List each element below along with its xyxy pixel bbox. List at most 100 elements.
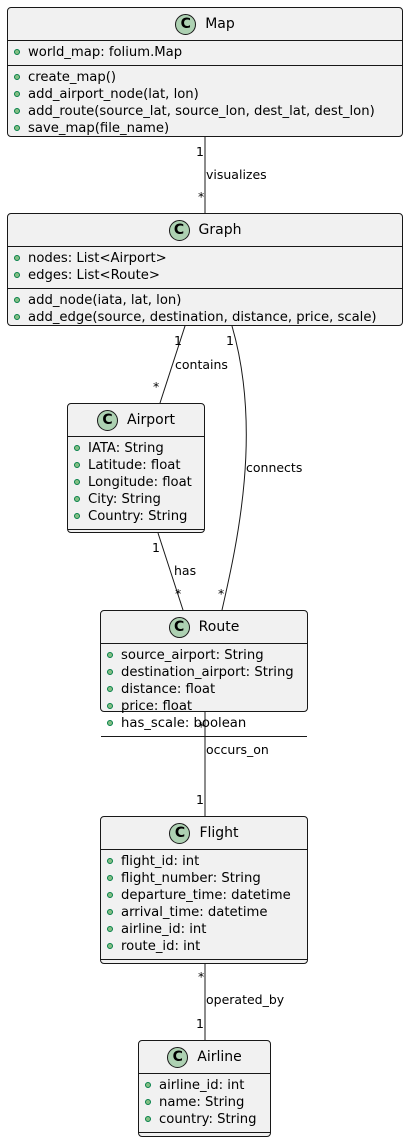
attribute: nodes: List<Airport> [8, 250, 402, 267]
public-visibility-icon [107, 858, 113, 864]
public-visibility-icon [74, 479, 80, 485]
attribute: route_id: int [101, 938, 307, 955]
edge-label-connects: connects [246, 460, 303, 475]
attributes-section: airline_id: int name: String country: Stri… [139, 1074, 270, 1133]
public-visibility-icon [74, 445, 80, 451]
method: save_map(file_name) [8, 120, 402, 137]
member-text: has_scale: boolean [121, 716, 247, 731]
edge-label-visualizes: visualizes [206, 167, 267, 182]
class-name: Flight [199, 825, 239, 841]
attributes-section: world_map: folium.Map [8, 41, 402, 66]
method: add_edge(source, destination, distance, … [8, 309, 402, 326]
mult-visualizes-to: * [198, 189, 205, 204]
member-text: create_map() [28, 70, 117, 85]
class-name: Graph [198, 222, 242, 238]
class-header: C Airport [68, 404, 204, 437]
class-map: C Map world_map: folium.Map create_map()add… [7, 7, 403, 137]
member-text: price: float [121, 699, 193, 714]
public-visibility-icon [107, 686, 113, 692]
member-text: flight_number: String [121, 871, 261, 886]
mult-contains-to: * [153, 379, 160, 394]
mult-operated-by-from: * [198, 969, 205, 984]
class-stereotype-icon: C [168, 219, 190, 241]
class-header: C Graph [8, 214, 402, 247]
mult-visualizes-from: 1 [196, 144, 204, 159]
member-text: country: String [159, 1112, 257, 1127]
member-text: destination_airport: String [121, 665, 294, 680]
class-header: C Airline [139, 1041, 270, 1074]
member-text: Latitude: float [88, 458, 181, 473]
public-visibility-icon [14, 91, 20, 97]
edge-contains [159, 325, 186, 404]
attribute: IATA: String [68, 440, 204, 457]
class-name: Map [205, 16, 235, 32]
attribute: world_map: folium.Map [8, 44, 402, 61]
public-visibility-icon [107, 943, 113, 949]
class-stereotype-icon: C [167, 1046, 189, 1068]
public-visibility-icon [107, 875, 113, 881]
methods-section: add_node(iata, lat, lon) add_edge(source,… [8, 289, 402, 330]
mult-has-from: 1 [152, 540, 160, 555]
class-airline: C Airline airline_id: int name: String count… [138, 1040, 271, 1137]
class-graph: C Graph nodes: List<Airport>edges: List<Ro… [7, 213, 403, 326]
member-text: add_edge(source, destination, distance, … [28, 310, 377, 325]
attribute: Latitude: float [68, 457, 204, 474]
member-text: airline_id: int [159, 1078, 245, 1093]
method: add_airport_node(lat, lon) [8, 86, 402, 103]
mult-connects-from: 1 [226, 333, 234, 348]
edge-label-operated-by: operated_by [206, 992, 285, 1007]
member-text: City: String [88, 492, 161, 507]
member-text: IATA: String [88, 441, 164, 456]
member-text: save_map(file_name) [28, 121, 170, 136]
public-visibility-icon [107, 926, 113, 932]
methods-section: create_map() add_airport_node(lat, lon)ad… [8, 66, 402, 141]
class-stereotype-icon: C [97, 409, 119, 431]
public-visibility-icon [14, 74, 20, 80]
public-visibility-icon [74, 462, 80, 468]
member-text: add_node(iata, lat, lon) [28, 293, 182, 308]
edge-has [157, 532, 184, 611]
member-text: departure_time: datetime [121, 888, 291, 903]
public-visibility-icon [14, 125, 20, 131]
mult-has-to: * [175, 586, 182, 601]
class-name: Airline [197, 1049, 242, 1065]
member-text: edges: List<Route> [28, 268, 160, 283]
attribute: departure_time: datetime [101, 887, 307, 904]
method: add_node(iata, lat, lon) [8, 292, 402, 309]
class-stereotype-icon: C [169, 822, 191, 844]
method: add_route(source_lat, source_lon, dest_l… [8, 103, 402, 120]
class-name: Airport [127, 412, 175, 428]
member-text: name: String [159, 1095, 245, 1110]
attribute: Country: String [68, 508, 204, 525]
member-text: add_airport_node(lat, lon) [28, 87, 199, 102]
public-visibility-icon [107, 652, 113, 658]
edge-connects [221, 325, 247, 611]
attribute: airline_id: int [101, 921, 307, 938]
attributes-section: nodes: List<Airport>edges: List<Route> [8, 247, 402, 289]
attribute: Longitude: float [68, 474, 204, 491]
member-text: airline_id: int [121, 922, 207, 937]
methods-section [101, 960, 307, 967]
class-stereotype-icon: C [168, 616, 190, 638]
member-text: distance: float [121, 682, 216, 697]
method: create_map() [8, 69, 402, 86]
member-text: world_map: folium.Map [28, 45, 183, 60]
mult-operated-by-to: 1 [196, 1016, 204, 1031]
public-visibility-icon [14, 255, 20, 261]
class-stereotype-icon: C [175, 13, 197, 35]
member-text: arrival_time: datetime [121, 905, 268, 920]
public-visibility-icon [14, 108, 20, 114]
methods-section [68, 530, 204, 537]
edge-label-occurs-on: occurs_on [206, 742, 269, 757]
methods-section [101, 737, 307, 744]
attribute: City: String [68, 491, 204, 508]
member-text: source_airport: String [121, 648, 264, 663]
member-text: Longitude: float [88, 475, 192, 490]
class-header: C Flight [101, 817, 307, 850]
